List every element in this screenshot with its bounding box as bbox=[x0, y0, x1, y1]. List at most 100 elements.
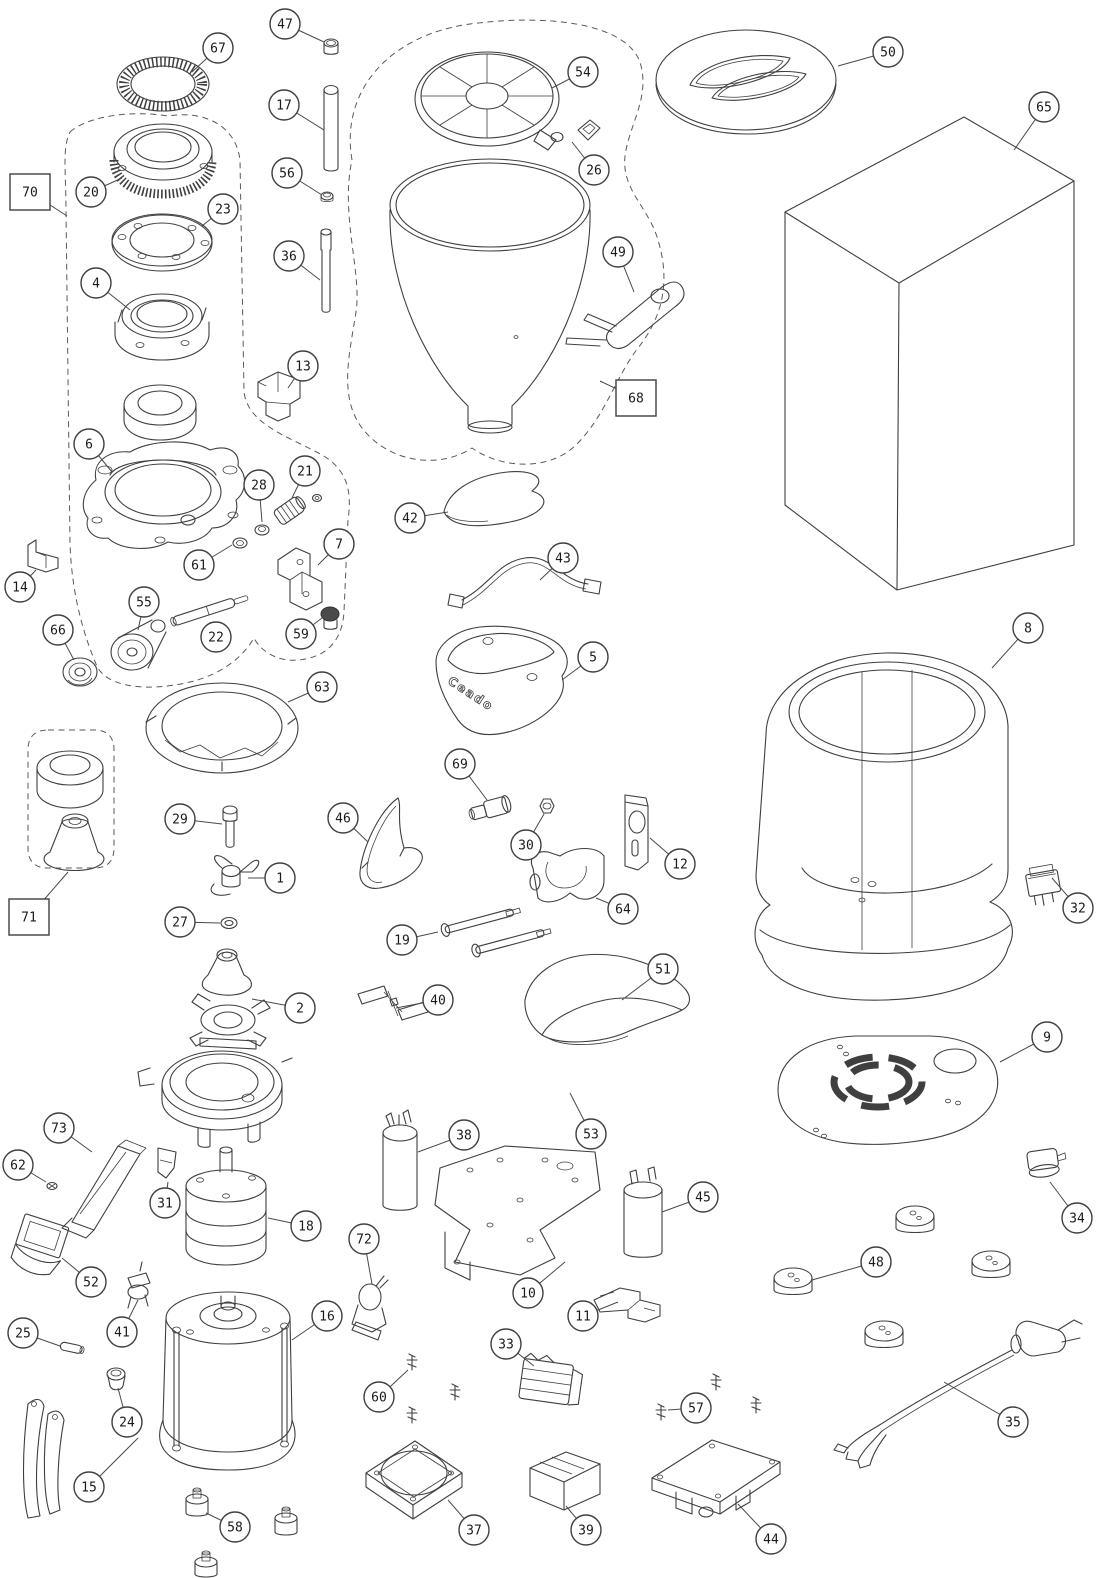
part-50-hopper-lid bbox=[655, 29, 837, 135]
callout-28-circle bbox=[243, 469, 275, 501]
callout-5-circle bbox=[577, 641, 609, 673]
part-8-grinder-body bbox=[754, 652, 1013, 1001]
callout-56-label: 56 bbox=[279, 167, 295, 182]
callout-17-label: 17 bbox=[276, 99, 292, 114]
part-71-bearing-set bbox=[36, 750, 105, 872]
part-spacer-ring bbox=[123, 384, 197, 441]
callout-49-label: 49 bbox=[610, 246, 626, 261]
part-28-nut bbox=[254, 524, 270, 536]
callout-59-circle bbox=[285, 618, 317, 650]
callout-12-label: 12 bbox=[672, 858, 688, 873]
callout-20-label: 20 bbox=[83, 186, 99, 201]
callout-2-circle bbox=[284, 992, 316, 1024]
callout-13-circle bbox=[287, 350, 319, 382]
part-49-burr-tool bbox=[565, 281, 685, 350]
callout-57-label: 57 bbox=[688, 1402, 704, 1417]
part-58-standoffs bbox=[185, 1487, 298, 1578]
part-22-drive-shaft bbox=[170, 595, 249, 627]
part-62-screw bbox=[46, 1181, 58, 1191]
callout-11-label: 11 bbox=[575, 1310, 591, 1325]
callout-19-label: 19 bbox=[394, 934, 410, 949]
callout-34-circle bbox=[1061, 1202, 1093, 1234]
callout-41-label: 41 bbox=[114, 1326, 130, 1341]
group-outline-lower-bearing bbox=[27, 729, 115, 869]
callout-35-label: 35 bbox=[1005, 1416, 1021, 1431]
callout-64-circle bbox=[607, 893, 639, 925]
callout-48-circle bbox=[860, 1246, 892, 1278]
callout-61-circle bbox=[183, 549, 215, 581]
callout-49-circle bbox=[602, 236, 634, 268]
callout-15-circle bbox=[73, 1471, 105, 1503]
callout-26-circle bbox=[578, 154, 610, 186]
part-23-ring-plate bbox=[111, 213, 213, 272]
callout-14-circle bbox=[4, 571, 36, 603]
part-42-seal bbox=[443, 471, 545, 527]
part-59-knob bbox=[320, 606, 340, 630]
callout-19-circle bbox=[386, 924, 418, 956]
callout-72-label: 72 bbox=[356, 1233, 372, 1248]
callout-13-label: 13 bbox=[295, 360, 311, 375]
callout-7-circle bbox=[323, 528, 355, 560]
part-4-bearing-mount bbox=[114, 293, 210, 361]
part-17-rod bbox=[323, 84, 339, 172]
callout-23-label: 23 bbox=[215, 203, 231, 218]
part-5-front-cover: Ceado bbox=[435, 625, 568, 736]
callout-10-label: 10 bbox=[520, 1287, 536, 1302]
callout-40-circle bbox=[422, 984, 454, 1016]
callout-71-box bbox=[8, 898, 50, 936]
callout-66-label: 66 bbox=[50, 624, 66, 639]
callout-34-label: 34 bbox=[1069, 1212, 1085, 1227]
callout-56-circle bbox=[271, 157, 303, 189]
callout-18-label: 18 bbox=[298, 1220, 314, 1235]
callout-37-circle bbox=[458, 1514, 490, 1546]
part-9-base-plate bbox=[777, 1035, 999, 1145]
callout-2-label: 2 bbox=[296, 1002, 304, 1017]
callout-40-label: 40 bbox=[430, 994, 446, 1009]
part-18-gearbox bbox=[185, 1146, 267, 1266]
callout-27-label: 27 bbox=[172, 916, 188, 931]
part-41-thermostat bbox=[127, 1261, 151, 1309]
callout-33-circle bbox=[490, 1328, 522, 1360]
callout-58-label: 58 bbox=[227, 1521, 243, 1536]
part-14-bracket bbox=[27, 539, 59, 573]
callout-58-circle bbox=[219, 1511, 251, 1543]
part-2-cone bbox=[201, 948, 253, 996]
part-11-bracket bbox=[593, 1287, 661, 1323]
callout-31-circle bbox=[149, 1187, 181, 1219]
callout-26-label: 26 bbox=[586, 164, 602, 179]
callout-53-label: 53 bbox=[583, 1128, 599, 1143]
callout-72-circle bbox=[348, 1223, 380, 1255]
part-25-pin bbox=[59, 1341, 85, 1354]
callout-16-label: 16 bbox=[319, 1310, 335, 1325]
callout-5-label: 5 bbox=[589, 651, 597, 666]
callout-70-label: 70 bbox=[22, 186, 38, 201]
callout-33-label: 33 bbox=[498, 1338, 514, 1353]
callout-63-label: 63 bbox=[314, 681, 330, 696]
callout-46-circle bbox=[327, 802, 359, 834]
callout-42-label: 42 bbox=[402, 512, 418, 527]
callout-46-label: 46 bbox=[335, 812, 351, 827]
callout-32-label: 32 bbox=[1070, 902, 1086, 917]
callout-21-circle bbox=[289, 455, 321, 487]
callout-29-circle bbox=[164, 803, 196, 835]
part-63-carrier-ring bbox=[145, 682, 299, 774]
part-1-wing-nut bbox=[210, 855, 260, 896]
part-47-cap bbox=[323, 38, 339, 55]
part-38-capacitor bbox=[382, 1109, 418, 1211]
callout-23-circle bbox=[207, 193, 239, 225]
callout-50-label: 50 bbox=[880, 46, 896, 61]
part-39-terminal-block bbox=[529, 1451, 601, 1511]
callout-42-circle bbox=[394, 502, 426, 534]
callout-22-circle bbox=[200, 621, 232, 653]
callout-18-circle bbox=[290, 1210, 322, 1242]
callout-15-label: 15 bbox=[81, 1481, 97, 1496]
callout-70-box bbox=[9, 173, 51, 211]
part-10-mounting-plate bbox=[434, 1145, 601, 1281]
callout-10-circle bbox=[512, 1277, 544, 1309]
callout-55-circle bbox=[128, 586, 160, 618]
callout-68-box bbox=[615, 379, 657, 417]
part-54-spoke-wheel bbox=[414, 51, 560, 151]
callout-57-circle bbox=[680, 1392, 712, 1424]
callout-17-circle bbox=[268, 89, 300, 121]
